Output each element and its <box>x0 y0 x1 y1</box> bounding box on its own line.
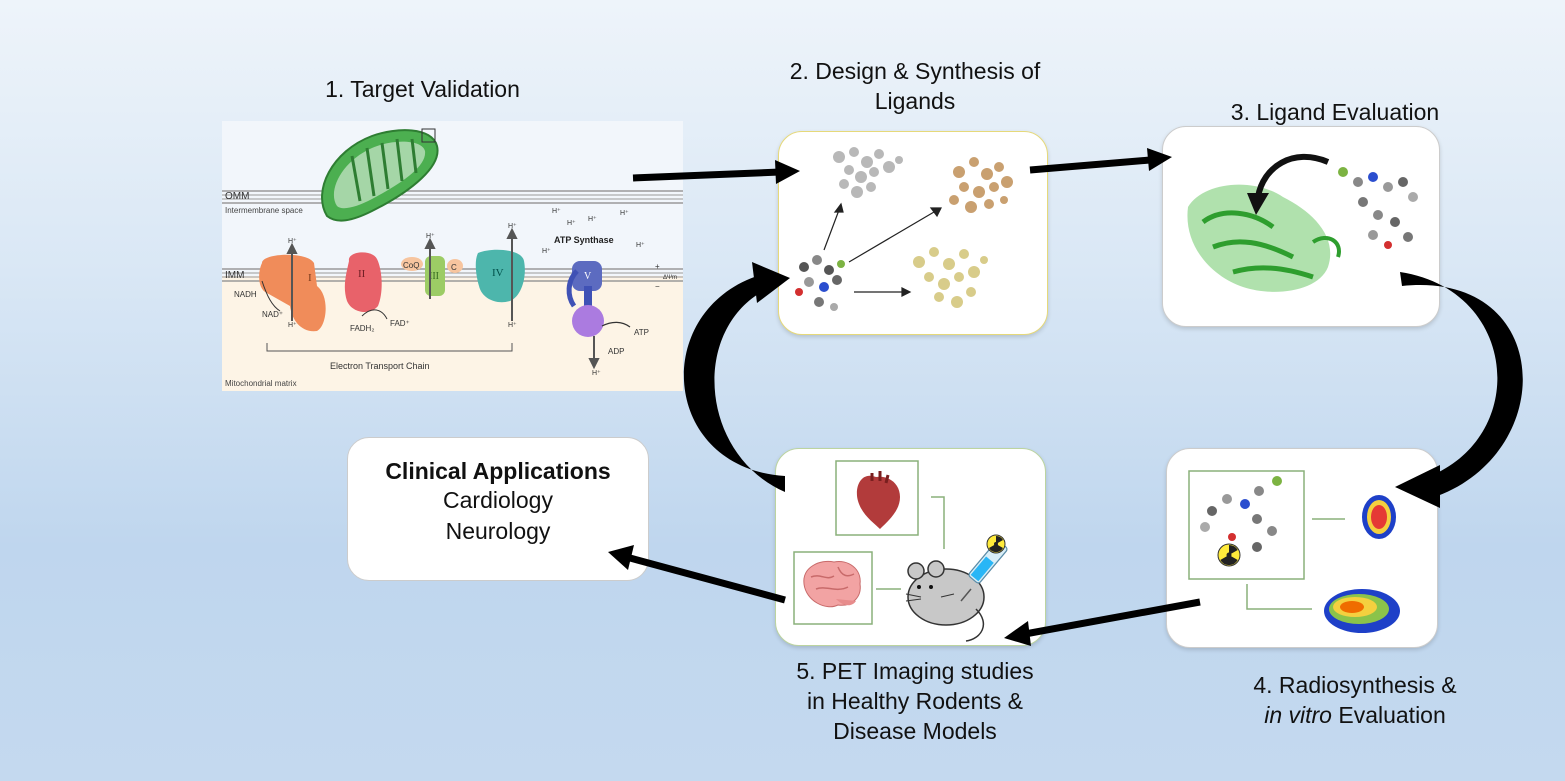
autoradiography-image <box>1324 589 1400 633</box>
atp-label: ATP <box>634 328 649 337</box>
arrow-5-to-clinical <box>608 545 786 604</box>
grey-ligand-icon <box>833 147 903 198</box>
syringe-icon <box>960 534 1008 602</box>
heart-icon <box>856 471 900 529</box>
tan-ligand-icon <box>949 157 1013 213</box>
radioligand-molecule-icon <box>1200 476 1282 552</box>
step-4-line-1: 4. Radiosynthesis & <box>1253 672 1457 698</box>
target-validation-panel: OMM Intermembrane space IMM Mitochondria… <box>222 121 683 391</box>
coq-icon <box>401 257 423 271</box>
radiation-icon <box>1217 543 1241 567</box>
matrix-label: Mitochondrial matrix <box>225 379 297 388</box>
svg-text:H⁺: H⁺ <box>588 216 597 223</box>
svg-text:H⁺: H⁺ <box>508 322 517 329</box>
complex-2: II <box>344 252 382 313</box>
clinical-item-cardiology: Cardiology <box>443 487 553 513</box>
minus-sign: − <box>655 282 660 291</box>
atp-synthase: V <box>566 261 604 337</box>
docking-arrow <box>1255 154 1330 198</box>
step-3-label: 3. Ligand Evaluation <box>1230 99 1440 125</box>
etc-illustration: OMM Intermembrane space IMM Mitochondria… <box>222 121 683 391</box>
arrow-5-to-2 <box>683 262 790 492</box>
etc-label: Electron Transport Chain <box>330 361 430 371</box>
rodent-icon <box>905 560 985 642</box>
step-4-line-2: in vitro Evaluation <box>1220 700 1490 730</box>
complex-5-label: V <box>584 271 592 282</box>
proton-arrows <box>286 227 600 370</box>
ims-label: Intermembrane space <box>225 206 303 215</box>
svg-text:H⁺: H⁺ <box>288 238 297 245</box>
ligand-molecules <box>795 147 1013 311</box>
pet-imaging-illustration <box>793 460 1008 642</box>
step-5-line-3: Disease Models <box>833 718 997 744</box>
svg-text:H⁺: H⁺ <box>567 220 576 227</box>
complex-3-label: III <box>429 271 439 282</box>
arrow-4-to-5 <box>1004 598 1201 646</box>
step-2-label: 2. Design & Synthesis of Ligands <box>750 56 1080 116</box>
step-4-label: 4. Radiosynthesis & in vitro Evaluation <box>1220 670 1490 730</box>
adp-label: ADP <box>608 347 624 356</box>
complex-2-label: II <box>358 268 366 280</box>
brain-icon <box>803 560 861 608</box>
svg-text:H⁺: H⁺ <box>592 370 601 377</box>
radioligand-frame <box>1188 470 1305 580</box>
step-5-label: 5. PET Imaging studies in Healthy Rodent… <box>760 656 1070 746</box>
design-synthesis-box <box>778 131 1048 335</box>
svg-text:H⁺: H⁺ <box>620 210 629 217</box>
derivation-arrows <box>823 202 942 297</box>
etc-bracket <box>266 343 513 352</box>
pet-imaging-box <box>775 448 1046 646</box>
cell-uptake-image <box>1362 495 1396 539</box>
coq-label: CoQ <box>403 261 419 270</box>
ligand-molecule-icon <box>1338 167 1418 249</box>
clinical-title: Clinical Applications <box>385 458 611 484</box>
atp-synthase-label: ATP Synthase <box>554 235 614 245</box>
clinical-applications-box: Clinical Applications Cardiology Neurolo… <box>347 437 649 581</box>
lead-ligand-icon <box>795 255 845 311</box>
complex-4-label: IV <box>492 267 504 279</box>
clinical-item-neurology: Neurology <box>445 518 551 544</box>
outer-membrane <box>222 190 683 204</box>
proton-labels: H⁺ H⁺ H⁺ H⁺ H⁺ H⁺ H⁺ H⁺ H⁺ H⁺ H⁺ H⁺ <box>288 208 645 377</box>
svg-text:H⁺: H⁺ <box>426 233 435 240</box>
step-2-line-1: 2. Design & Synthesis of <box>789 58 1041 84</box>
yellow-ligand-icon <box>913 247 988 308</box>
svg-text:H⁺: H⁺ <box>288 322 297 329</box>
protein-structure-icon <box>1187 184 1341 292</box>
arrow-3-to-4 <box>1395 272 1523 508</box>
omm-label: OMM <box>225 191 249 202</box>
arrow-1-to-2 <box>632 160 800 184</box>
nad-label: NAD⁺ <box>262 310 283 319</box>
imm-label: IMM <box>225 270 244 281</box>
plus-sign: + <box>655 262 660 271</box>
radiosynthesis-illustration <box>1188 470 1400 633</box>
step-4-rest: Evaluation <box>1331 702 1446 728</box>
nadh-label: NADH <box>234 290 257 299</box>
heart-frame <box>835 460 919 536</box>
cytochrome-c-label: C <box>451 263 457 272</box>
fadh2-label: FADH₂ <box>350 324 374 333</box>
docking-illustration <box>1187 154 1418 292</box>
svg-text:H⁺: H⁺ <box>508 223 517 230</box>
fad-label: FAD⁺ <box>390 319 410 328</box>
step-1-label: 1. Target Validation <box>325 76 520 102</box>
cytochrome-c-icon <box>447 259 463 273</box>
svg-text:H⁺: H⁺ <box>636 242 645 249</box>
mitochondrion-icon <box>321 128 439 222</box>
ligand-evaluation-box <box>1162 126 1440 327</box>
radiosynthesis-box <box>1166 448 1438 648</box>
step-2-line-2: Ligands <box>874 88 956 114</box>
complex-1-label: I <box>308 272 312 284</box>
arrow-2-to-3 <box>1029 148 1172 174</box>
brain-frame <box>793 551 873 625</box>
step-5-line-2: in Healthy Rodents & <box>806 688 1024 714</box>
step-4-italic: in vitro <box>1264 702 1332 728</box>
svg-text:H⁺: H⁺ <box>542 248 551 255</box>
svg-text:H⁺: H⁺ <box>552 208 561 215</box>
step-5-line-1: 5. PET Imaging studies <box>796 658 1034 684</box>
membrane-potential-label: ΔΨm <box>663 275 677 281</box>
